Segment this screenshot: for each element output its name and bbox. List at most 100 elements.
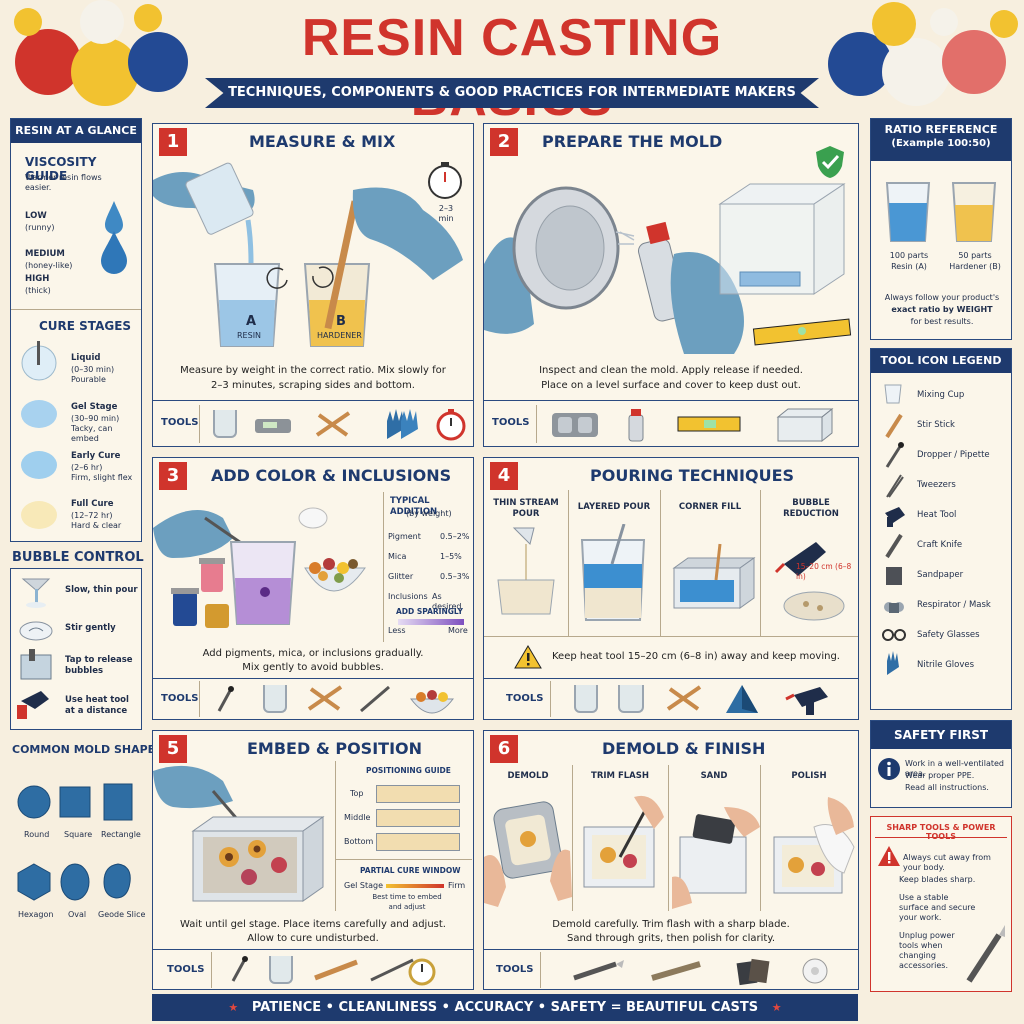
legend-mixing-cup: Mixing Cup <box>917 390 965 400</box>
release-spray-icon <box>628 409 644 442</box>
glance-title: RESIN AT A GLANCE <box>11 119 141 143</box>
silicone-mold-icon <box>552 413 598 437</box>
mixing-cup-icon <box>213 410 237 438</box>
ratio-b-amount: 50 parts <box>958 251 992 260</box>
step-6-desc-2: Sand through grits, then polish for clar… <box>566 933 776 944</box>
typical-title: TYPICAL ADDITION <box>390 496 438 517</box>
visc-low-sub: (runny) <box>25 223 55 232</box>
step-1-number: 1 <box>159 128 187 156</box>
page-title: RESIN CASTING BASICS <box>301 9 723 127</box>
legend-icons <box>882 384 906 675</box>
step-6-title: DEMOLD & FINISH <box>602 739 766 758</box>
finish-polish: POLISH <box>791 771 827 781</box>
cure-gel: Gel Stage <box>71 402 118 412</box>
step-2-number: 2 <box>490 128 518 156</box>
polishing-pad-icon <box>802 958 828 984</box>
bubble-item-1: Slow, thin pour <box>65 585 138 595</box>
craft-knife-icon <box>966 925 1005 983</box>
partial-firm: Firm <box>448 881 466 890</box>
step-5-number: 5 <box>159 735 187 763</box>
dropper-icon <box>231 956 248 982</box>
file-icon <box>651 961 701 981</box>
partial-gel: Gel Stage <box>344 881 384 890</box>
step-6-toolbar: TOOLS <box>484 949 858 990</box>
ratio-b-name: Hardener (B) <box>949 262 1001 271</box>
sharp-tools-panel: SHARP TOOLS & POWER TOOLS Always cut awa… <box>870 816 1012 992</box>
ratio-note-3: for best results. <box>910 317 974 326</box>
ratio-note-1: Always follow your product's <box>884 293 1000 302</box>
measure-mix-illustration <box>153 162 463 347</box>
finish-trim: TRIM FLASH <box>591 771 649 781</box>
timer-icon <box>408 958 436 986</box>
cure-liquid: Liquid <box>71 353 101 363</box>
step-3-desc-1: Add pigments, mica, or inclusions gradua… <box>202 648 424 659</box>
legend-stir-stick: Stir Stick <box>917 420 955 430</box>
warning-icon <box>878 846 900 866</box>
legend-tweezers: Tweezers <box>917 480 956 490</box>
tech-bubble: BUBBLE REDUCTION <box>783 498 839 519</box>
mold-oval: Oval <box>68 910 87 919</box>
cure-gel-time: (30–90 min) <box>71 414 120 423</box>
stir-stick-icon <box>666 685 702 711</box>
ratio-a-amount: 100 parts <box>889 251 929 260</box>
typical-mica-value: 1–5% <box>440 552 462 561</box>
cure-early: Early Cure <box>71 451 121 461</box>
step-5-title: EMBED & POSITION <box>247 739 423 758</box>
measuring-cup-icon <box>618 685 644 713</box>
ratio-note-2: exact ratio by WEIGHT <box>891 305 993 314</box>
embed-illustration <box>153 765 325 902</box>
finish-demold: DEMOLD <box>507 771 549 781</box>
typical-pigment-value: 0.5–2% <box>440 532 470 541</box>
legend-craft-knife: Craft Knife <box>917 540 963 550</box>
safety-title: SAFETY FIRST <box>871 721 1011 749</box>
legend-panel: TOOL ICON LEGEND Mixing Cup Stir Stick D… <box>870 348 1012 710</box>
safety-line-3: Read all instructions. <box>905 783 989 792</box>
bubble-icons <box>17 578 53 719</box>
legend-respirator: Respirator / Mask <box>917 600 991 610</box>
cure-liquid-note: Pourable <box>71 375 106 384</box>
step-4-toolbar: TOOLS <box>484 678 858 720</box>
footer-text: PATIENCE • CLEANLINESS • ACCURACY • SAFE… <box>251 1000 759 1015</box>
step-3-number: 3 <box>159 462 187 490</box>
visc-low: LOW <box>25 211 47 221</box>
step-2-desc-1: Inspect and clean the mold. Apply releas… <box>539 365 803 376</box>
positioning-guide-box: POSITIONING GUIDE Top Middle Bottom PART… <box>335 761 472 911</box>
step-5-desc-1: Wait until gel stage. Place items carefu… <box>180 919 446 930</box>
step-6-desc-1: Demold carefully. Trim flash with a shar… <box>552 919 790 930</box>
viscosity-title: VISCOSITY GUIDE <box>25 155 97 183</box>
step-5-panel: 5 EMBED & POSITION POSITIONING GUIDE Top… <box>152 730 474 990</box>
step-5-desc-2: Allow to cure undisturbed. <box>247 933 379 944</box>
more-label: More <box>448 626 468 635</box>
guide-top: Top <box>350 789 364 798</box>
mixing-cup-icon <box>574 685 598 713</box>
step-2-desc-2: Place on a level surface and cover to ke… <box>541 380 801 391</box>
safety-line-2: Wear proper PPE. <box>905 771 975 780</box>
stir-stick-icon <box>314 959 358 981</box>
bubble-item-3: Tap to release bubbles <box>65 655 133 676</box>
tweezers-icon <box>360 685 390 713</box>
mold-geode: Geode Slice <box>98 910 146 919</box>
decor-flowers-right <box>828 2 1018 106</box>
typical-glitter: Glitter <box>388 572 414 581</box>
step-3-title: ADD COLOR & INCLUSIONS <box>211 466 452 485</box>
timer-text: 2–3 min <box>438 204 454 223</box>
less-label: Less <box>388 626 406 635</box>
bubble-item-2: Stir gently <box>65 623 116 633</box>
step-6-number: 6 <box>490 735 518 763</box>
ratio-header: RATIO REFERENCE (Example 100:50) <box>871 119 1011 161</box>
sharp-line-1: Always cut away from your body. <box>903 853 991 872</box>
tech-layered: LAYERED POUR <box>577 502 651 512</box>
mold-square: Square <box>64 830 93 839</box>
visc-high-sub: (thick) <box>25 286 51 295</box>
step-4-panel: 4 POURING TECHNIQUES THIN STREAM POUR LA… <box>483 457 859 720</box>
cup-b-label: B <box>336 314 346 329</box>
sandpaper-icon <box>736 958 770 986</box>
pyramid-mold-icon <box>726 685 758 713</box>
prepare-mold-illustration <box>484 183 852 354</box>
bubble-item-4: Use heat tool at a distance <box>65 695 129 716</box>
step-2-panel: 2 PREPARE THE MOLD Inspect and clean the… <box>483 123 859 447</box>
mixing-cup-icon <box>263 685 287 713</box>
level-icon <box>677 416 741 432</box>
step-2-tools-label: TOOLS <box>492 417 530 428</box>
step-1-tools-label: TOOLS <box>161 417 199 428</box>
